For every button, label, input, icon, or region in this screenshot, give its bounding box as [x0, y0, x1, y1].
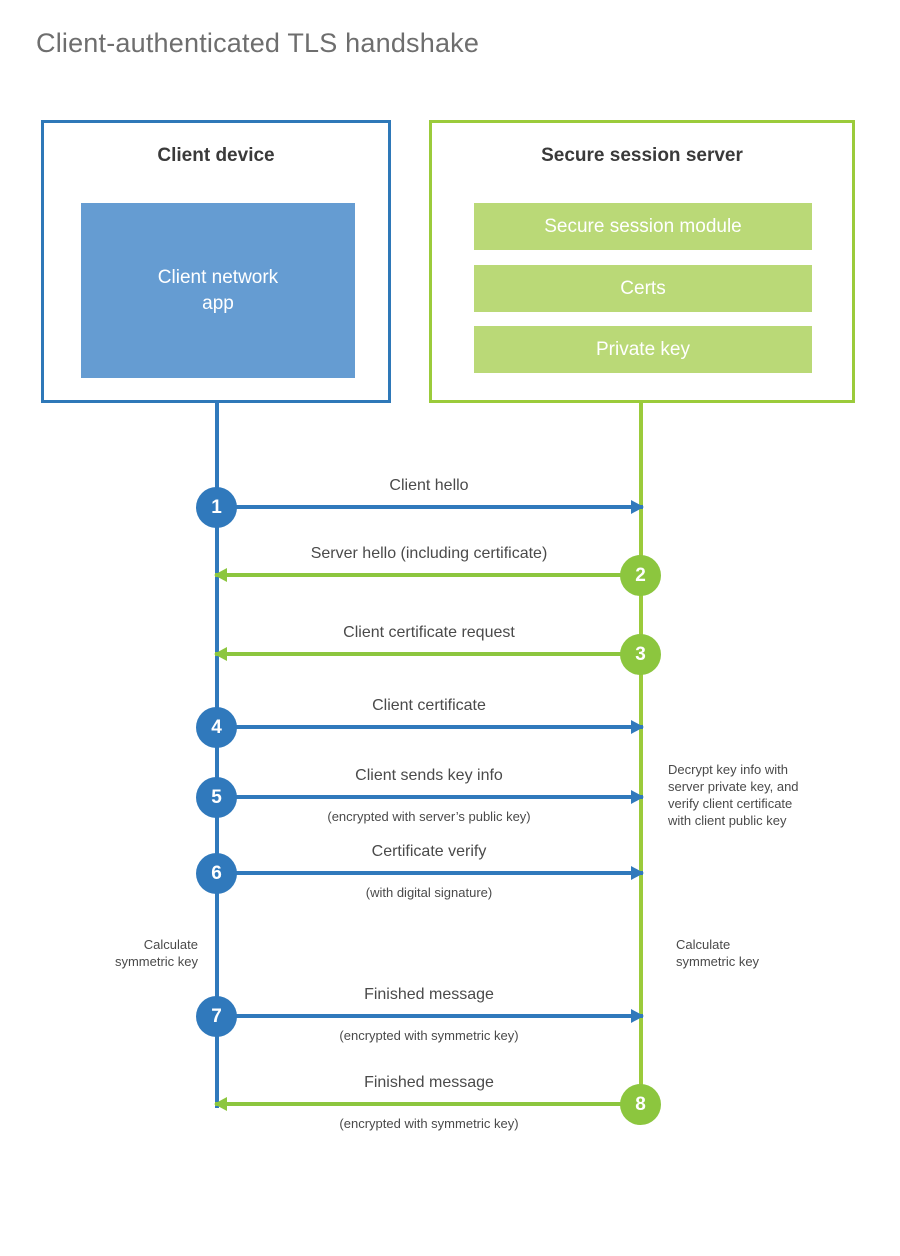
message-2-label: Server hello (including certificate)	[310, 545, 548, 562]
message-2-line	[215, 573, 643, 577]
step-marker-1: 1	[196, 487, 237, 528]
message-8-sublabel: (encrypted with symmetric key)	[339, 1116, 519, 1131]
step-marker-8: 8	[620, 1084, 661, 1125]
certs-block: Certs	[474, 265, 812, 312]
message-8-line	[215, 1102, 643, 1106]
message-5-sublabel: (encrypted with server’s public key)	[327, 809, 531, 824]
secure-session-server-title: Secure session server	[541, 145, 743, 166]
message-5-client-sends-key-info: Client sends key info (encrypted with se…	[215, 767, 644, 824]
note-client-calculate-symmetric-key: Calculate symmetric key	[114, 937, 198, 969]
message-1-arrowhead-icon	[631, 500, 644, 514]
message-1-line	[215, 505, 643, 509]
message-2-arrowhead-icon	[214, 568, 227, 582]
step-number-1: 1	[211, 496, 222, 518]
message-3-label: Client certificate request	[343, 624, 515, 641]
step-number-7: 7	[211, 1005, 222, 1027]
note-server-decrypt: Decrypt key info with server private key…	[668, 762, 799, 828]
step-marker-7: 7	[196, 996, 237, 1037]
step-number-6: 6	[211, 862, 222, 884]
message-7-line	[215, 1014, 643, 1018]
message-6-arrowhead-icon	[631, 866, 644, 880]
client-device-box: Client device Client network app	[41, 120, 391, 403]
message-7-label: Finished message	[364, 986, 494, 1003]
message-3-line	[215, 652, 643, 656]
step-number-2: 2	[635, 564, 646, 586]
message-4-arrowhead-icon	[631, 720, 644, 734]
message-8-arrowhead-icon	[214, 1097, 227, 1111]
message-1-label: Client hello	[389, 477, 469, 494]
note-server-calculate-symmetric-key: Calculate symmetric key	[676, 937, 760, 969]
message-6-line	[215, 871, 643, 875]
message-3-client-certificate-request: Client certificate request	[214, 624, 643, 661]
message-8-finished-message: Finished message (encrypted with symmetr…	[214, 1074, 643, 1131]
step-number-4: 4	[211, 716, 222, 738]
message-7-sublabel: (encrypted with symmetric key)	[339, 1028, 519, 1043]
step-marker-3: 3	[620, 634, 661, 675]
client-network-app-block: Client network app	[81, 203, 355, 378]
message-6-sublabel: (with digital signature)	[365, 885, 493, 900]
client-lifeline	[215, 400, 219, 1108]
step-marker-4: 4	[196, 707, 237, 748]
secure-session-server-box: Secure session server Secure session mod…	[429, 120, 855, 403]
message-5-arrowhead-icon	[631, 790, 644, 804]
message-2-server-hello: Server hello (including certificate)	[214, 545, 643, 582]
server-lifeline	[639, 400, 643, 1108]
message-5-line	[215, 795, 643, 799]
step-number-3: 3	[635, 643, 646, 665]
step-marker-5: 5	[196, 777, 237, 818]
message-4-label: Client certificate	[372, 697, 486, 714]
client-device-title: Client device	[157, 145, 275, 166]
private-key-block: Private key	[474, 326, 812, 373]
message-6-certificate-verify: Certificate verify (with digital signatu…	[215, 843, 644, 900]
message-1-client-hello: Client hello	[215, 477, 644, 514]
message-6-label: Certificate verify	[371, 843, 487, 860]
step-marker-2: 2	[620, 555, 661, 596]
message-8-label: Finished message	[364, 1074, 494, 1091]
secure-session-module-block: Secure session module	[474, 203, 812, 250]
page-title: Client-authenticated TLS handshake	[36, 28, 480, 58]
message-7-finished-message: Finished message (encrypted with symmetr…	[215, 986, 644, 1043]
message-5-label: Client sends key info	[355, 767, 503, 784]
message-3-arrowhead-icon	[214, 647, 227, 661]
step-marker-6: 6	[196, 853, 237, 894]
message-7-arrowhead-icon	[631, 1009, 644, 1023]
message-4-client-certificate: Client certificate	[215, 697, 644, 734]
step-number-5: 5	[211, 786, 222, 808]
message-4-line	[215, 725, 643, 729]
step-number-8: 8	[635, 1093, 646, 1115]
